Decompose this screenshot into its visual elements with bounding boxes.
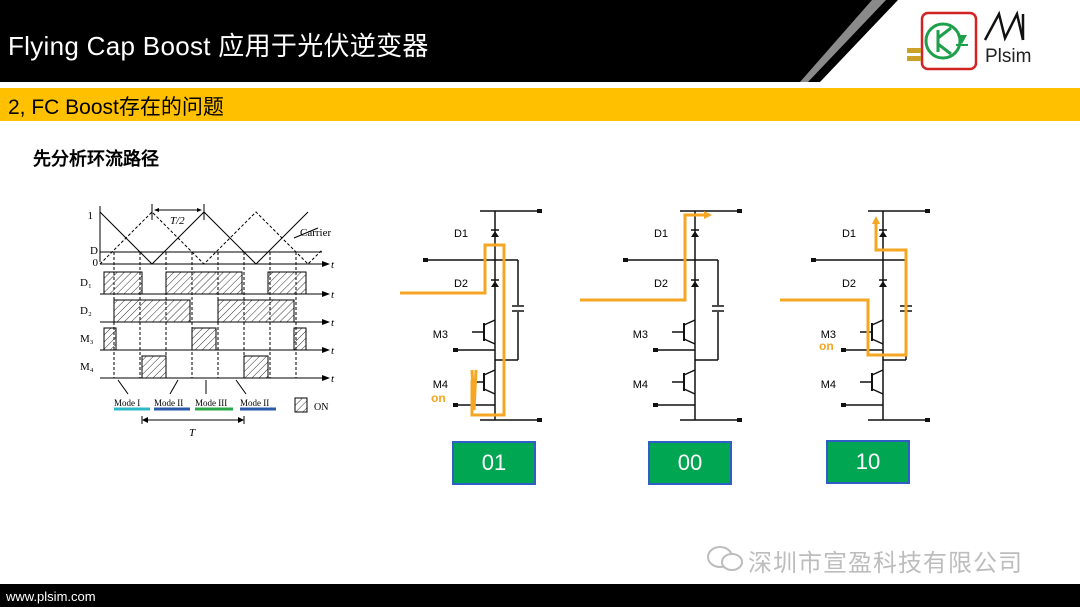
axis-d-label: D bbox=[90, 245, 98, 257]
axis-one-label: 1 bbox=[88, 210, 94, 222]
row-label-d1: D₁ bbox=[80, 277, 92, 289]
c2-m4-label: M4 bbox=[633, 379, 648, 391]
subtitle: 先分析环流路径 bbox=[33, 149, 159, 170]
row-label-m4: M₄ bbox=[80, 361, 94, 373]
wechat-icon bbox=[707, 546, 743, 571]
plsim-logo bbox=[907, 10, 1025, 71]
circuit-2: D1 D2 M3 M4 bbox=[580, 208, 743, 423]
header-bar bbox=[0, 0, 1080, 82]
t-label-4: t bbox=[331, 373, 335, 385]
t-label-2: t bbox=[331, 317, 335, 329]
section-bar bbox=[0, 88, 1080, 121]
c1-d2-label: D2 bbox=[454, 278, 468, 290]
c1-on-tag: on bbox=[431, 391, 446, 405]
c2-d1-label: D1 bbox=[654, 228, 668, 240]
mode-label-4: Mode II bbox=[240, 398, 269, 408]
c1-m3-label: M3 bbox=[433, 329, 448, 341]
t-label-1: t bbox=[331, 289, 335, 301]
mode-label-2: Mode II bbox=[154, 398, 183, 408]
c3-m4-label: M4 bbox=[821, 379, 836, 391]
t-label-0: t bbox=[331, 259, 335, 271]
circuit-diagrams: D1 D2 M3 M4 on D1 D2 M3 M4 D1 D2 M3 M4 o… bbox=[400, 208, 931, 423]
state-box-10: 10 bbox=[826, 440, 910, 484]
carrier-label: Carrier bbox=[300, 227, 331, 239]
logo-text: Plsim bbox=[985, 46, 1032, 67]
c2-d2-label: D2 bbox=[654, 278, 668, 290]
timing-diagram: 1 D 0 T/2 Carrier t D₁ t D₂ t M₃ t M₄ bbox=[80, 204, 335, 439]
c3-d1-label: D1 bbox=[842, 228, 856, 240]
page-title: Flying Cap Boost 应用于光伏逆变器 bbox=[8, 31, 429, 61]
circuit-1: D1 D2 M3 M4 on bbox=[400, 208, 543, 423]
mode-label-3: Mode III bbox=[195, 398, 227, 408]
c3-on-tag: on bbox=[819, 339, 834, 353]
axis-zero-label: 0 bbox=[93, 257, 99, 269]
circuit-3: D1 D2 M3 M4 on bbox=[780, 208, 931, 423]
half-period-label: T/2 bbox=[170, 215, 185, 227]
t-label-3: t bbox=[331, 345, 335, 357]
row-label-m3: M₃ bbox=[80, 333, 94, 345]
state-box-01: 01 bbox=[452, 441, 536, 485]
mode-label-1: Mode I bbox=[114, 398, 140, 408]
c3-d2-label: D2 bbox=[842, 278, 856, 290]
c2-m3-label: M3 bbox=[633, 329, 648, 341]
on-legend: ON bbox=[314, 402, 328, 413]
footer-url[interactable]: www.plsim.com bbox=[6, 589, 96, 604]
period-label: T bbox=[189, 427, 196, 439]
footer-bar bbox=[0, 584, 1080, 607]
c3-m3-label: M3 bbox=[821, 329, 836, 341]
section-title: 2, FC Boost存在的问题 bbox=[8, 96, 224, 119]
watermark-text: 深圳市宣盈科技有限公司 bbox=[748, 550, 1023, 577]
c1-m4-label: M4 bbox=[433, 379, 448, 391]
row-label-d2: D₂ bbox=[80, 305, 92, 317]
state-box-00: 00 bbox=[648, 441, 732, 485]
c1-d1-label: D1 bbox=[454, 228, 468, 240]
